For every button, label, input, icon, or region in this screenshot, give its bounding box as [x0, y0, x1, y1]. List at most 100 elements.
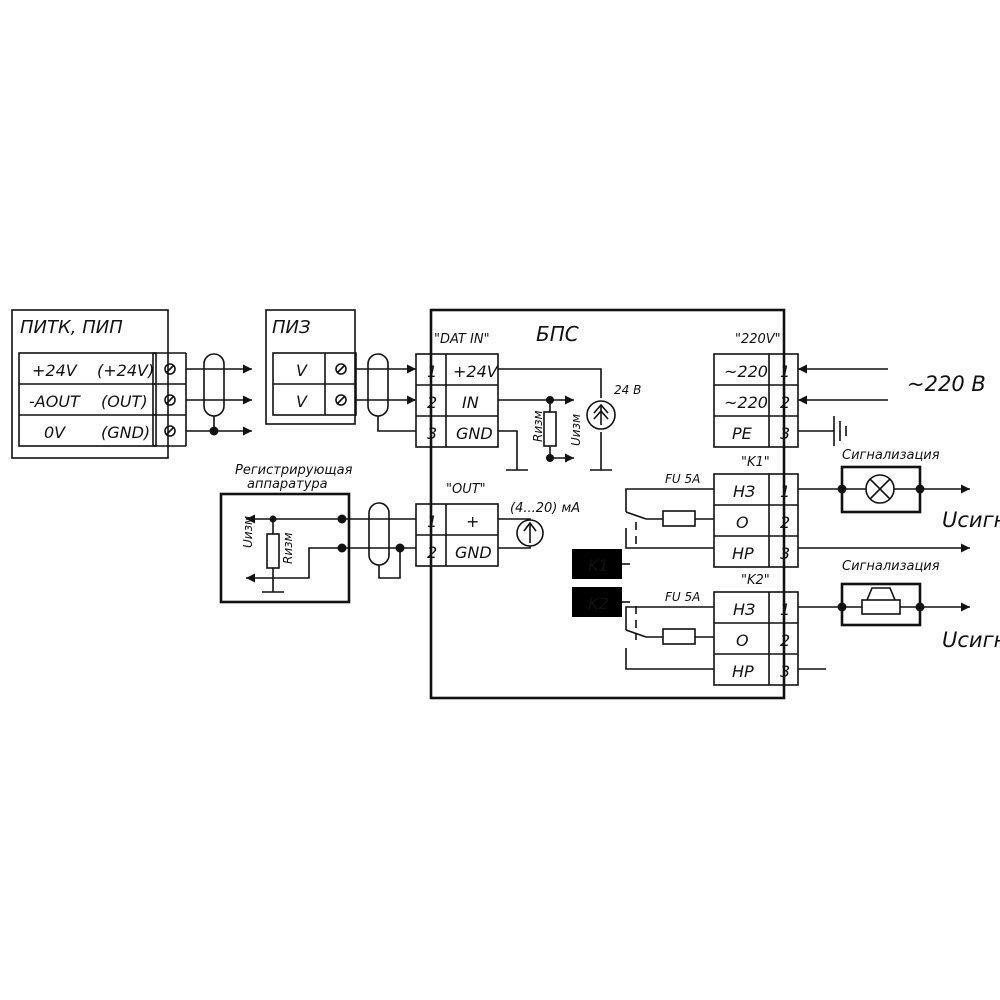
recorder-title-line2: аппаратура [247, 477, 328, 492]
pitk-screw-terminals [164, 363, 176, 437]
bps-measure-resistor [543, 411, 557, 447]
out-terminal-table [415, 503, 499, 567]
usign1-label: Uсигн [942, 508, 1000, 532]
power-title: "220V" [735, 332, 781, 347]
power-label3: PE [732, 424, 753, 443]
recorder-junction-plus [337, 514, 347, 524]
pitk-output-wires [186, 353, 252, 436]
ground-icon [833, 416, 847, 446]
out-label1: + [466, 512, 479, 531]
bps-r-label: Rизм [531, 410, 545, 442]
pitk-shield-junction [209, 426, 219, 436]
power-num1: 1 [780, 362, 790, 381]
k1-output-wiring [798, 484, 970, 553]
k1-label1: НЗ [733, 482, 755, 501]
signal2-label: Сигнализация [842, 559, 940, 574]
recorder-junction-top [269, 515, 277, 523]
piz-output-wires [356, 353, 416, 432]
pitk-row3-left: 0V [44, 423, 66, 442]
pitk-row1-left: +24V [32, 361, 78, 380]
out-title: "OUT" [446, 482, 486, 497]
piz-frame [265, 309, 356, 425]
lamp-junction-left [837, 484, 847, 494]
dat-in-num3: 3 [427, 424, 437, 443]
usign2-label: Uсигн [942, 628, 1000, 652]
k2-terminal-table [713, 591, 799, 686]
recorder-cable-shield [368, 502, 390, 566]
recorder-title-line1: Регистрирующая [235, 463, 353, 478]
mains-wires [798, 364, 888, 432]
recorder-resistor [266, 533, 280, 569]
k1-relay-wiring [625, 488, 714, 549]
relay-k2 [572, 587, 622, 617]
dat-in-num2: 2 [427, 393, 437, 412]
relay-k1-label: K1 [588, 556, 609, 575]
dat-in-num1: 1 [427, 362, 437, 381]
fuse2-label: FU 5A [665, 590, 700, 604]
voltage-source-icon [586, 400, 616, 430]
piz-block [265, 309, 357, 425]
mains-label: ~220 В [907, 372, 986, 396]
k2-title: "K2" [741, 573, 770, 588]
pitk-block [11, 309, 187, 459]
out-num2: 2 [427, 543, 437, 562]
k1-label3: НР [732, 544, 754, 563]
power-label1: ~220 [724, 362, 768, 381]
current-range-label: (4...20) мА [510, 501, 580, 516]
pitk-row2-right: (OUT) [101, 392, 148, 411]
fuse2 [662, 628, 696, 645]
k1-label2: О [736, 513, 749, 532]
piz-cable-shield [367, 353, 389, 417]
power-label2: ~220 [724, 393, 768, 412]
k2-num1: 1 [780, 600, 790, 619]
pitk-row3-right: (GND) [101, 423, 150, 442]
lamp-icon [842, 474, 920, 504]
bps-title: БПС [536, 322, 579, 346]
siren-junction-right [915, 602, 925, 612]
dat-in-label2: IN [462, 393, 479, 412]
out-num1: 1 [427, 512, 437, 531]
recorder-r-label: Rизм [281, 532, 295, 564]
k2-num2: 2 [780, 631, 790, 650]
k2-output-wiring [798, 602, 970, 670]
k2-label1: НЗ [733, 600, 755, 619]
power-num3: 3 [780, 424, 790, 443]
siren-junction-left [837, 602, 847, 612]
dat-in-internal-wiring [498, 368, 612, 471]
pitk-row2-left: -AOUT [29, 392, 81, 411]
k1-terminal-table [713, 473, 799, 568]
siren-icon [842, 587, 920, 615]
dat-in-label1: +24V [453, 362, 499, 381]
k2-num3: 3 [780, 662, 790, 681]
k1-num3: 3 [780, 544, 790, 563]
supply-label: 24 В [614, 383, 641, 397]
dat-in-label3: GND [456, 424, 493, 443]
relay-k2-label: K2 [588, 594, 609, 613]
fuse1 [662, 510, 696, 527]
recorder-junction-gnd [337, 543, 347, 553]
piz-row2: V [296, 392, 308, 411]
fuse1-label: FU 5A [665, 472, 700, 486]
shield-junction [395, 543, 405, 553]
out-label2: GND [455, 543, 492, 562]
recorder-u-label: Uизм [241, 516, 255, 548]
k2-label2: О [736, 631, 749, 650]
k1-num2: 2 [780, 513, 790, 532]
pitk-row1-right: (+24V) [97, 361, 154, 380]
k1-num1: 1 [780, 482, 790, 501]
k2-label3: НР [732, 662, 754, 681]
piz-title: ПИЗ [272, 317, 311, 338]
pitk-title: ПИТК, ПИП [20, 317, 123, 338]
pitk-terminal-table [18, 352, 157, 447]
k2-relay-wiring [625, 606, 714, 670]
power-num2: 2 [780, 393, 790, 412]
k1-title: "K1" [741, 455, 770, 470]
signal1-label: Сигнализация [842, 448, 940, 463]
piz-row1: V [296, 361, 308, 380]
siren-frame [840, 582, 922, 627]
junction-in [546, 396, 554, 404]
junction-gnd [546, 454, 554, 462]
current-source-icon [516, 519, 544, 547]
lamp-junction-right [915, 484, 925, 494]
